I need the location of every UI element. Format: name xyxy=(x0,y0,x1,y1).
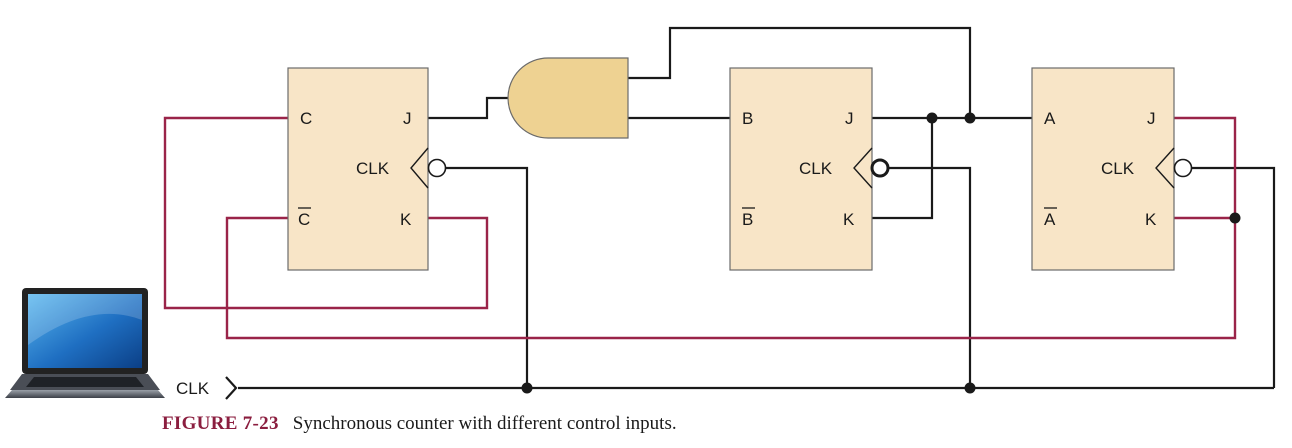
pin-k: K xyxy=(400,210,412,229)
flip-flop-a: A A J K CLK xyxy=(1031,67,1193,271)
wire-cbar-to-ka xyxy=(225,216,1237,340)
figure-caption: FIGURE 7-23 Synchronous counter with diff… xyxy=(162,413,677,435)
junction-dot xyxy=(964,112,976,124)
flip-flop-b: B B J K CLK xyxy=(729,67,890,271)
wire-kb-to-jb xyxy=(872,118,934,220)
pin-j: J xyxy=(845,109,854,128)
inversion-bubble-icon xyxy=(427,158,447,178)
pin-k: K xyxy=(1145,210,1157,229)
pin-c-bar: C xyxy=(298,210,310,229)
clk-triangle-icon xyxy=(1155,147,1175,189)
pin-c: C xyxy=(300,109,312,128)
pin-clk: CLK xyxy=(356,159,390,178)
figure-label: FIGURE 7-23 xyxy=(162,413,279,434)
wire-and-out xyxy=(628,26,972,118)
junction-dot xyxy=(521,382,533,394)
clk-triangle-icon xyxy=(853,147,873,189)
junction-dot xyxy=(926,112,938,124)
pin-b: B xyxy=(742,109,753,128)
caption-text: Synchronous counter with different contr… xyxy=(292,413,677,434)
flip-flop-c: C C J K CLK xyxy=(287,67,447,271)
pin-clk: CLK xyxy=(1101,159,1135,178)
wire-clk-b xyxy=(888,166,972,388)
wire-c-to-kc xyxy=(163,116,489,310)
junction-dot xyxy=(964,382,976,394)
and-gate-icon xyxy=(507,57,629,139)
inversion-bubble-icon xyxy=(870,158,890,178)
pin-clk: CLK xyxy=(799,159,833,178)
wire-clk-a xyxy=(1192,166,1276,388)
pin-j: J xyxy=(1147,109,1156,128)
pin-b-bar: B xyxy=(742,210,753,229)
inversion-bubble-icon xyxy=(1173,158,1193,178)
clk-input-label: CLK xyxy=(176,379,210,398)
pin-a-bar: A xyxy=(1044,210,1056,229)
junction-dot xyxy=(1229,212,1241,224)
wire-ja-ka xyxy=(1174,116,1237,220)
clk-triangle-icon xyxy=(410,147,429,189)
pin-j: J xyxy=(403,109,412,128)
wire-clk-c xyxy=(446,166,529,388)
pin-k: K xyxy=(843,210,855,229)
pin-a: A xyxy=(1044,109,1056,128)
laptop-icon xyxy=(5,288,165,398)
clk-arrow-icon xyxy=(225,376,238,400)
